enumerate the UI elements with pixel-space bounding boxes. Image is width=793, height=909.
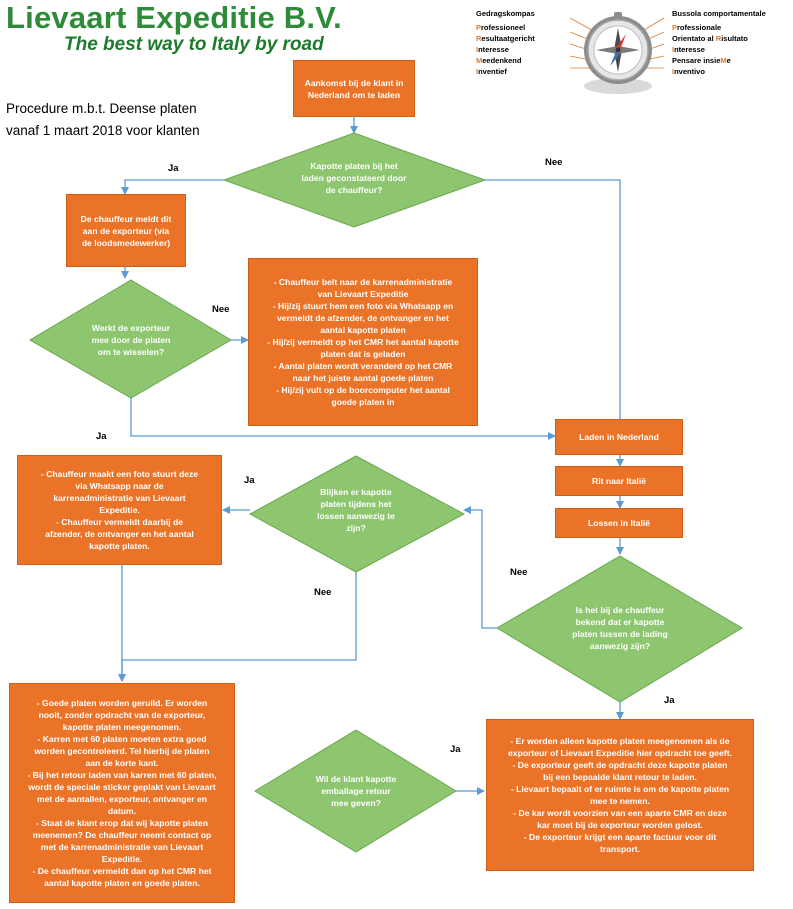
process-driver-calls: - Chauffeur belt naar de karrenadministr… <box>248 258 478 426</box>
connector-q1-ja <box>121 179 224 195</box>
decision-customer-text: Wil de klant kapotte emballage retour me… <box>315 774 397 808</box>
company-slogan: The best way to Italy by road <box>64 34 324 55</box>
compass-nl-item: Interesse <box>476 45 509 54</box>
compass-nl-title: Gedragskompas <box>476 9 535 18</box>
label-nee: Nee <box>510 567 528 578</box>
process-report-exporter: De chauffeur meldt dit aan de exporteur … <box>66 194 186 267</box>
compass-nl-item: Inventief <box>476 67 507 76</box>
company-title: Lievaart Expeditie B.V. <box>6 0 342 35</box>
decision-customer-diamond <box>254 729 457 853</box>
compass-nl-item: Meedenkend <box>476 56 522 65</box>
label-ja: Ja <box>168 163 179 174</box>
connector-q2-ja <box>130 398 556 440</box>
compass-it-item: Orientato al Risultato <box>672 34 748 43</box>
process-arrival: Aankomst bij de klant in Nederland om te… <box>293 60 415 117</box>
connector-q3-nee <box>463 506 497 629</box>
decision-exporter-text: Werkt de exporteur mee door de platen om… <box>91 323 171 357</box>
procedure-title: Procedure m.b.t. Deense platen vanaf 1 m… <box>6 98 200 142</box>
connector-q1-nee <box>485 179 624 429</box>
decision-damaged-diamond <box>222 132 487 228</box>
label-ja: Ja <box>244 475 255 486</box>
process-load-nl: Laden in Nederland <box>555 419 683 455</box>
compass-it-column: Bussola comportamentale Professionale Or… <box>672 8 766 77</box>
procedure-line-2: vanaf 1 maart 2018 voor klanten <box>6 123 200 138</box>
label-nee: Nee <box>212 304 230 315</box>
decision-exporter-diamond <box>29 279 232 399</box>
procedure-line-1: Procedure m.b.t. Deense platen <box>6 101 197 116</box>
compass-it-item: Interesse <box>672 45 705 54</box>
label-nee: Nee <box>545 157 563 168</box>
process-unload-italy: Lossen in Italië <box>555 508 683 538</box>
compass-it-item: Professionale <box>672 23 722 32</box>
decision-known-text: Is het bij de chauffeur bekend dat er ka… <box>572 605 668 651</box>
process-exchange-plates: - Goede platen worden geruild. Er worden… <box>9 683 235 903</box>
label-ja: Ja <box>664 695 675 706</box>
label-ja: Ja <box>450 744 461 755</box>
process-only-with-order: - Er worden alleen kapotte platen meegen… <box>486 719 754 871</box>
decision-known-diamond <box>496 555 743 703</box>
compass-it-item: Inventivo <box>672 67 705 76</box>
compass-it-item: Pensare insieMe <box>672 56 731 65</box>
decision-damaged-text: Kapotte platen bij het laden geconstatee… <box>301 161 407 195</box>
compass-nl-item: Professioneel <box>476 23 526 32</box>
process-photo-whatsapp: - Chauffeur maakt een foto stuurt deze v… <box>17 455 222 565</box>
decision-unload-diamond <box>248 455 466 573</box>
compass-nl-item: Resultaatgericht <box>476 34 535 43</box>
compass-it-title: Bussola comportamentale <box>672 9 766 18</box>
label-ja: Ja <box>96 431 107 442</box>
compass-icon <box>569 12 665 94</box>
compass-nl-column: Gedragskompas Professioneel Resultaatger… <box>476 8 535 77</box>
process-ride-italy: Rit naar Italië <box>555 466 683 496</box>
label-nee: Nee <box>314 587 332 598</box>
decision-unload-text: Blijken er kapotte platen tijdens het lo… <box>317 487 395 533</box>
